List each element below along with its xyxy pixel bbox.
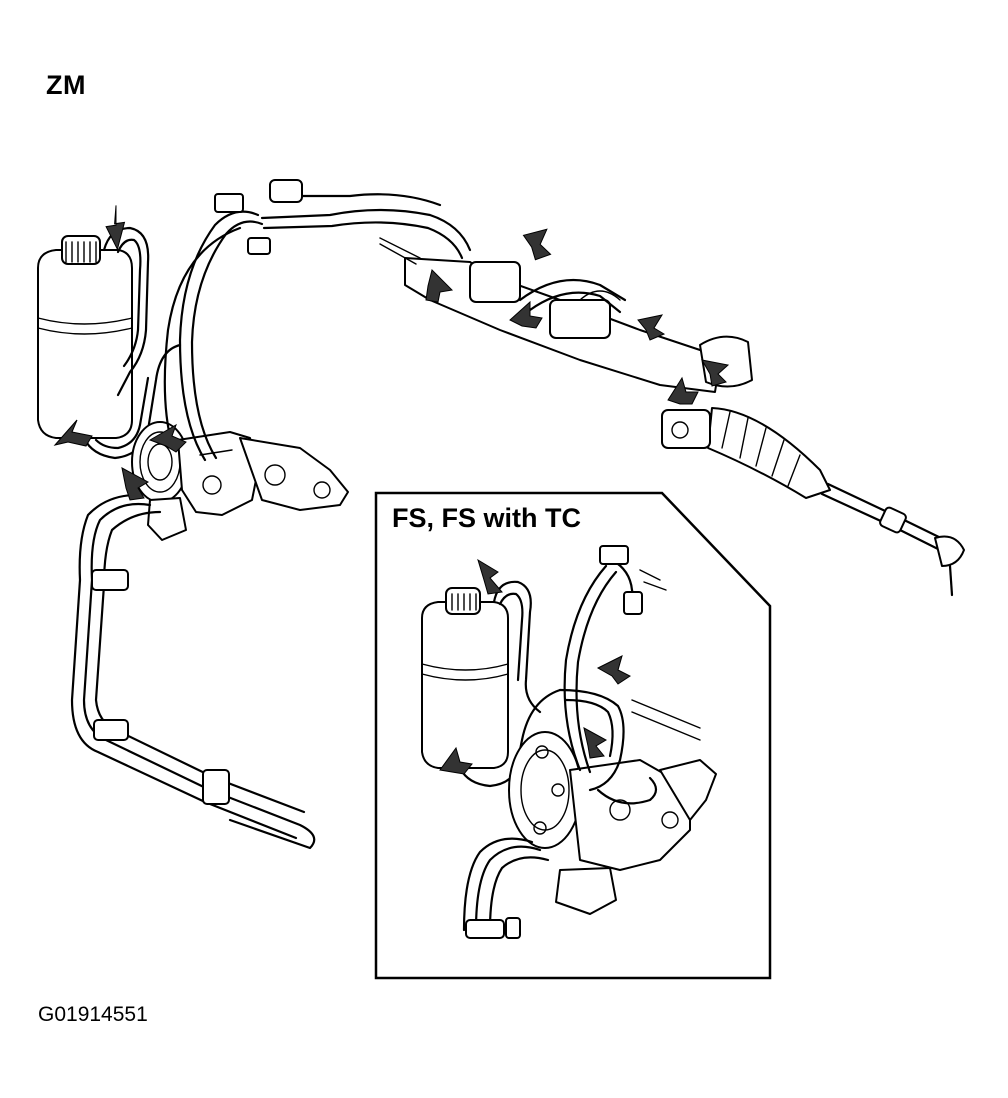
arrow-icon <box>105 205 126 251</box>
pressure-lines-inset <box>558 545 701 805</box>
figure-code: G01914551 <box>38 1003 148 1026</box>
arrow-icon <box>583 727 608 759</box>
inset-assembly <box>421 545 717 939</box>
pressure-lines-main <box>163 179 472 462</box>
arrows-inset <box>439 558 631 775</box>
arrow-icon <box>637 314 666 341</box>
variant-label-zm: ZM <box>46 70 86 100</box>
arrow-icon <box>477 558 503 595</box>
lower-lines-inset <box>462 837 550 939</box>
arrow-icon <box>667 376 699 405</box>
arrow-icon <box>53 419 93 447</box>
arrows-main <box>53 205 730 501</box>
arrow-icon <box>121 467 150 501</box>
arrow-icon <box>596 655 631 685</box>
arrow-icon <box>425 269 454 303</box>
cooler-line-main <box>70 493 316 850</box>
arrow-icon <box>701 359 730 387</box>
arrow-icon <box>148 423 187 453</box>
arrow-icon <box>509 300 543 329</box>
arrow-icon <box>439 746 473 775</box>
arrow-icon <box>522 228 552 261</box>
reservoir-main <box>37 235 133 439</box>
reservoir-inset <box>421 587 509 769</box>
steering-rack-main <box>379 237 965 597</box>
variant-label-fs: FS, FS with TC <box>392 503 581 533</box>
main-assembly <box>37 179 965 850</box>
